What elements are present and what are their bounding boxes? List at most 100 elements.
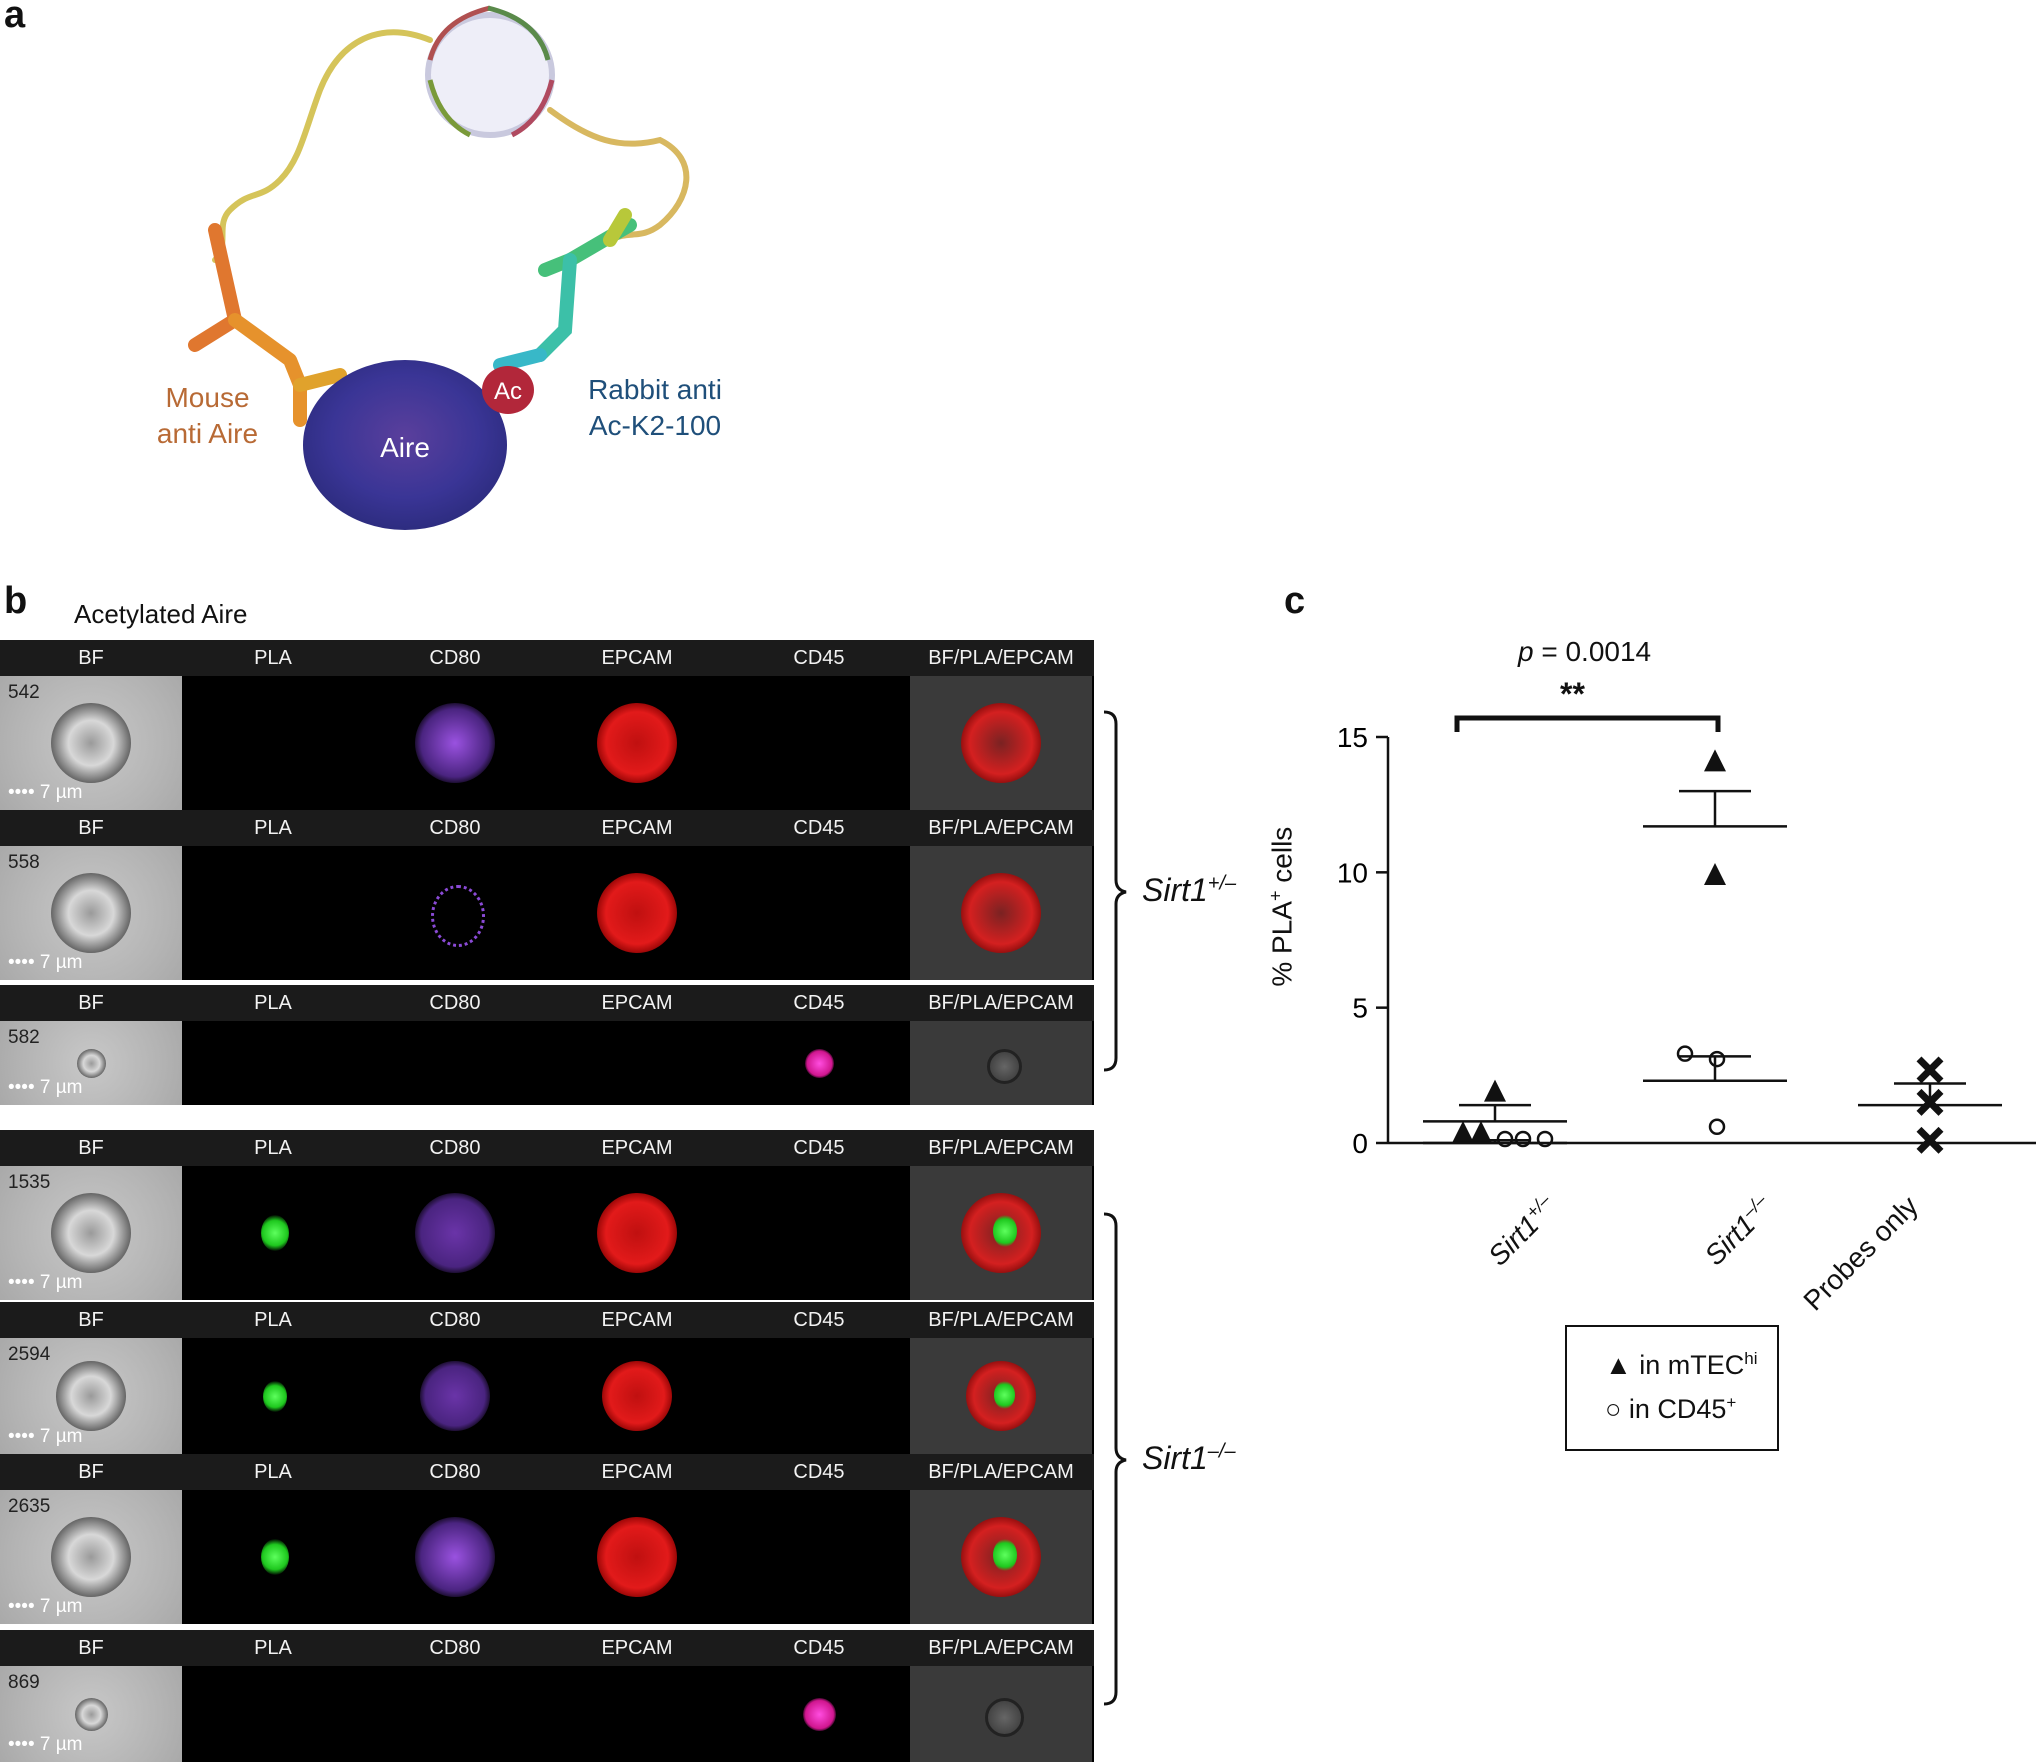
cell-signal xyxy=(56,1361,126,1431)
channel-image xyxy=(910,1338,1092,1454)
scale-bar-label: •••• 7 µm xyxy=(8,952,83,973)
channel-label: CD45 xyxy=(793,992,845,1014)
channel-image xyxy=(728,1666,910,1762)
mouse-antibody-icon xyxy=(188,223,347,427)
channel-label: CD45 xyxy=(793,1309,845,1331)
left-strand xyxy=(212,29,433,263)
legend-mtec-label: in mTEC xyxy=(1639,1350,1745,1380)
channel-image xyxy=(910,846,1092,980)
channel-label: PLA xyxy=(254,1309,292,1331)
data-point-triangle xyxy=(1704,863,1726,886)
channel-image xyxy=(910,1166,1092,1300)
channel-label: BF xyxy=(78,1637,104,1659)
aire-label: Aire xyxy=(380,432,430,463)
data-point-circle xyxy=(1708,1118,1726,1136)
channel-image xyxy=(728,1166,910,1300)
cell-signal xyxy=(74,1697,108,1731)
channel-label: PLA xyxy=(254,1461,292,1483)
channel-label: CD80 xyxy=(429,1637,481,1659)
channel-image xyxy=(546,1021,728,1105)
ac-label: Ac xyxy=(493,378,522,405)
brightfield-image: 2635•••• 7 µm xyxy=(0,1490,182,1624)
y-tick-label: 10 xyxy=(1337,857,1368,888)
scale-bar-label: •••• 7 µm xyxy=(8,1734,83,1755)
y-tick-label: 15 xyxy=(1337,722,1368,753)
channel-image xyxy=(364,1490,546,1624)
channel-label: CD45 xyxy=(793,1137,845,1159)
legend-item-mtec: ▲ in mTEChi xyxy=(1605,1349,1758,1381)
channel-label: BF/PLA/EPCAM xyxy=(928,1461,1074,1483)
channel-image xyxy=(546,1490,728,1624)
cell-signal xyxy=(261,1215,289,1252)
channel-label: CD80 xyxy=(429,1137,481,1159)
cell-signal xyxy=(602,1361,672,1431)
channel-label: BF xyxy=(78,647,104,669)
legend: ▲ in mTEChi ○ in CD45+ xyxy=(1565,1325,1779,1451)
channel-label: CD80 xyxy=(429,1309,481,1331)
group-label-het-main: Sirt1 xyxy=(1142,872,1208,908)
channel-image xyxy=(910,1490,1092,1624)
cell-signal xyxy=(262,1380,287,1413)
legend-cd45-label: in CD45 xyxy=(1628,1394,1727,1424)
group-brackets xyxy=(1103,710,1127,1706)
channel-label: BF/PLA/EPCAM xyxy=(928,1137,1074,1159)
cell-signal xyxy=(51,1193,131,1273)
scale-bar-label: •••• 7 µm xyxy=(8,1077,83,1098)
channel-image xyxy=(910,1021,1092,1105)
scale-bar-label: •••• 7 µm xyxy=(8,1596,83,1617)
channel-image xyxy=(728,676,910,810)
cell-signal xyxy=(984,1697,1024,1737)
data-point-triangle xyxy=(1452,1121,1474,1143)
cell-signal xyxy=(76,1048,106,1078)
channel-image xyxy=(182,1021,364,1105)
channel-image xyxy=(182,846,364,980)
channel-image xyxy=(728,1021,910,1105)
channel-label: EPCAM xyxy=(601,1137,673,1159)
channel-label: PLA xyxy=(254,1137,292,1159)
channel-label: BF xyxy=(78,992,104,1014)
channel-image xyxy=(182,1490,364,1624)
cell-id: 1535 xyxy=(8,1172,51,1193)
cell-id: 869 xyxy=(8,1672,40,1693)
channel-label: PLA xyxy=(254,1637,292,1659)
channel-label: BF/PLA/EPCAM xyxy=(928,647,1074,669)
scale-bar-label: •••• 7 µm xyxy=(8,1272,83,1293)
channel-image xyxy=(364,1666,546,1762)
channel-label: BF xyxy=(78,1309,104,1331)
channel-label: BF/PLA/EPCAM xyxy=(928,1637,1074,1659)
data-point-triangle xyxy=(1484,1079,1506,1102)
channel-label: CD80 xyxy=(429,992,481,1014)
channel-image xyxy=(910,1666,1092,1762)
group-label-het: Sirt1+/– xyxy=(1142,872,1236,909)
channel-image xyxy=(910,676,1092,810)
brightfield-image: 558•••• 7 µm xyxy=(0,846,182,980)
channel-image xyxy=(182,1166,364,1300)
channel-label: CD45 xyxy=(793,817,845,839)
significance-bracket xyxy=(1454,715,1721,732)
data-point-x xyxy=(1916,1126,1944,1154)
data-point-triangle xyxy=(1704,749,1726,772)
channel-label: CD80 xyxy=(429,647,481,669)
cell-signal xyxy=(804,1048,834,1078)
y-tick-label: 5 xyxy=(1352,993,1368,1024)
panel-c-letter: c xyxy=(1284,580,1306,622)
scale-bar-label: •••• 7 µm xyxy=(8,1426,83,1447)
group-label-ko-main: Sirt1 xyxy=(1142,1440,1208,1476)
y-tick-label: 0 xyxy=(1352,1128,1368,1159)
data-point-triangle xyxy=(1470,1121,1492,1143)
brightfield-image: 582•••• 7 µm xyxy=(0,1021,182,1105)
pla-signal xyxy=(993,1215,1017,1248)
channel-label: PLA xyxy=(254,817,292,839)
acetyl-group-icon xyxy=(482,366,534,414)
data-point-circle xyxy=(1676,1045,1694,1062)
